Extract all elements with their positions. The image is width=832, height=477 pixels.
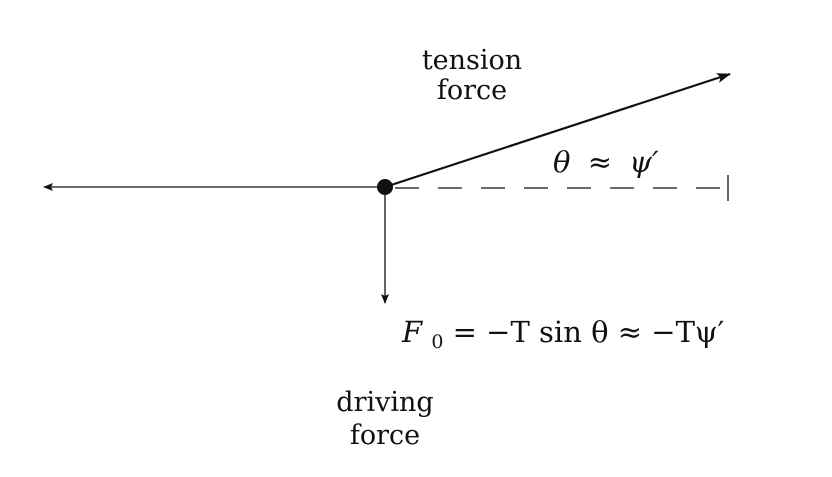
angle-equation: θ ≈ ψ′ [553,145,659,179]
approx-symbol: ≈ [588,145,612,179]
tension-label-line1: tension [422,45,522,76]
tension-force-arrow [384,72,731,189]
psi-prime-symbol: ψ′ [629,145,659,179]
point-mass-dot [377,179,393,195]
force-expression: = −T sin θ ≈ −Tψ′ [453,315,725,349]
driving-label-line1: driving [336,387,433,418]
theta-symbol: θ [553,145,570,179]
driving-force-equation: F 0 = −T sin θ ≈ −Tψ′ [401,315,724,355]
force-symbol: F [401,315,423,349]
force-subscript: 0 [431,331,443,353]
tension-label-line2: force [437,75,507,106]
driving-label-line2: force [350,420,420,451]
